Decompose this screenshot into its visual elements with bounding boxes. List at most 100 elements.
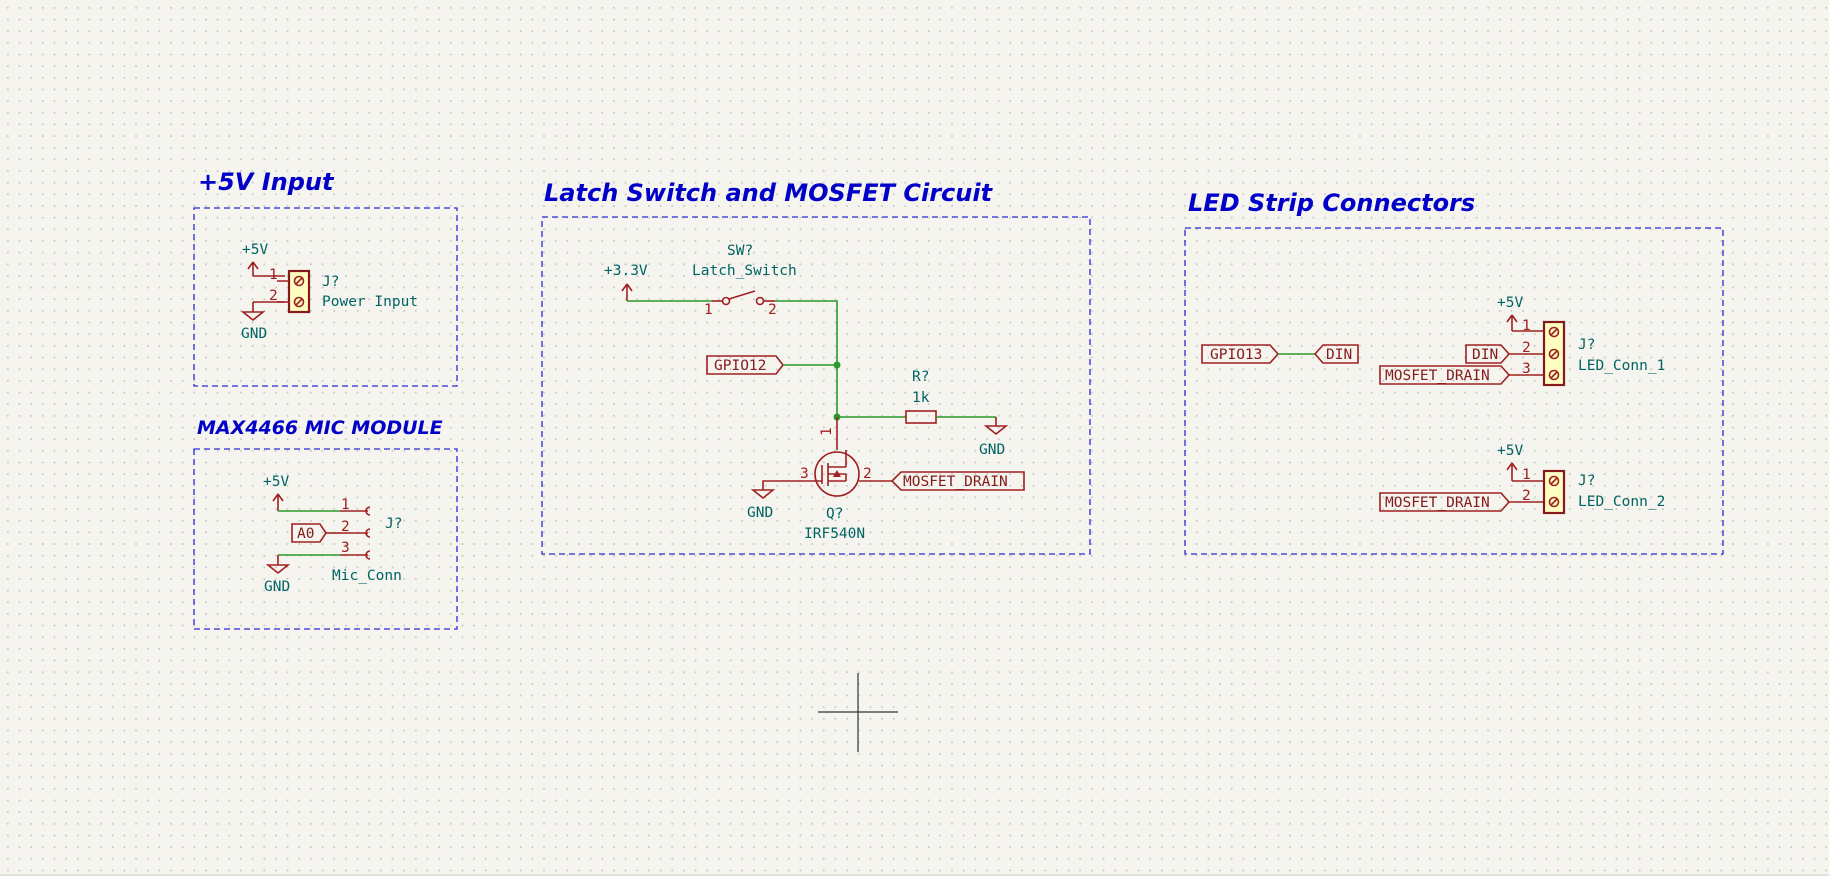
pin-number-2: 2 (863, 466, 872, 482)
pin-number-1: 1 (341, 497, 350, 513)
resistor-body (905, 410, 937, 424)
section-border-mic-module (193, 448, 458, 630)
switch-lever-icon (728, 290, 756, 300)
power-arrow-icon (272, 493, 284, 511)
net-label-mosfet-drain-led1[interactable]: MOSFET_DRAIN (1379, 365, 1511, 385)
pin-number-2: 2 (1522, 340, 1531, 356)
label-outline (706, 355, 785, 375)
terminal-screw-icon (1548, 348, 1560, 360)
section-title-mic-module: MAX4466 MIC MODULE (197, 417, 443, 439)
connector-pins (340, 510, 368, 556)
net-label-text: MOSFET_DRAIN (1385, 368, 1490, 384)
ground-symbol-resistor[interactable]: GND (979, 417, 1009, 458)
component-value: Latch_Switch (692, 263, 797, 279)
net-label-text: A0 (297, 526, 314, 542)
label-outline (1379, 492, 1511, 512)
power-symbol-5v-led2[interactable]: +5V (1497, 443, 1543, 482)
net-label-text: DIN (1472, 347, 1498, 363)
ground-label: GND (747, 505, 773, 521)
ground-symbol-power-input[interactable]: GND (240, 301, 285, 342)
terminal-screw-icon (293, 296, 305, 308)
power-label-5v: +5V (1497, 443, 1523, 459)
component-value: LED_Conn_1 (1578, 358, 1665, 374)
screw-slot (1550, 498, 1558, 506)
label-outline (890, 471, 1025, 491)
ground-symbol-mosfet[interactable]: GND (747, 480, 786, 521)
ground-label: GND (241, 326, 267, 342)
pin-number-1: 1 (1522, 318, 1531, 334)
net-label-text: MOSFET_DRAIN (1385, 495, 1490, 511)
component-reference: R? (912, 369, 929, 385)
net-label-gpio12[interactable]: GPIO12 (706, 355, 785, 375)
ground-symbol-mic[interactable]: GND (264, 555, 291, 595)
mosfet-arrow-icon (833, 470, 841, 477)
switch-contact-icon (721, 296, 731, 306)
component-reference: SW? (727, 243, 753, 259)
switch-contact-icon (755, 296, 765, 306)
ground-label: GND (264, 579, 290, 595)
ground-label: GND (979, 442, 1005, 458)
component-value: 1k (912, 390, 930, 406)
net-label-mosfet-drain-q[interactable]: MOSFET_DRAIN (890, 471, 1025, 491)
label-outline (1465, 344, 1511, 364)
connector-power-input[interactable]: 1 2 J? Power Input (269, 267, 418, 314)
ground-icon (750, 480, 786, 500)
component-reference: J? (1578, 473, 1595, 489)
pin-number-1: 1 (704, 302, 713, 318)
power-symbol-5v-led1[interactable]: +5V (1497, 295, 1543, 332)
net-label-gpio13[interactable]: GPIO13 (1201, 344, 1280, 364)
power-label-5v: +5V (263, 474, 289, 490)
screw-slot (1550, 477, 1558, 485)
power-label-5v: +5V (242, 242, 268, 258)
section-border-latch-mosfet (541, 216, 1091, 555)
section-border-power-input (193, 207, 458, 387)
component-reference: J? (385, 516, 402, 532)
connector-mic[interactable]: 1 2 3 J? Mic_Conn (332, 497, 402, 584)
section-latch-mosfet: Latch Switch and MOSFET Circuit +3.3V SW… (541, 179, 1091, 555)
net-label-text: GPIO13 (1210, 347, 1262, 363)
pin-number-1: 1 (269, 267, 278, 283)
component-value: LED_Conn_2 (1578, 494, 1665, 510)
terminal-screw-icon (1548, 326, 1560, 338)
net-label-mosfet-drain-led2[interactable]: MOSFET_DRAIN (1379, 492, 1511, 512)
power-symbol-5v-power-input[interactable]: +5V (242, 242, 285, 277)
section-power-input: +5V Input +5V GND 1 2 J? Power Input (193, 168, 458, 387)
net-label-a0[interactable]: A0 (291, 523, 327, 543)
label-outline (1313, 344, 1359, 364)
power-arrow-icon (1506, 462, 1518, 481)
section-led-strip: LED Strip Connectors GPIO13 DIN +5V DIN … (1184, 189, 1724, 555)
component-reference: Q? (826, 506, 843, 522)
terminal-screw-icon (1548, 496, 1560, 508)
resistor[interactable]: R? 1k (905, 369, 937, 424)
screw-slot (295, 277, 303, 285)
pin-number-2: 2 (1522, 488, 1531, 504)
connector-led-conn-2[interactable]: 1 2 J? LED_Conn_2 (1522, 467, 1665, 515)
pin-number-2: 2 (768, 302, 777, 318)
ground-icon (265, 555, 291, 575)
power-symbol-5v-mic[interactable]: +5V (263, 474, 289, 511)
pin-number-2: 2 (341, 519, 350, 535)
net-label-text: MOSFET_DRAIN (903, 474, 1008, 490)
connector-pins (277, 280, 289, 303)
terminal-screw-icon (1548, 369, 1560, 381)
terminal-screw-icon (1548, 475, 1560, 487)
component-value: IRF540N (804, 526, 865, 542)
pin-number-3: 3 (341, 540, 350, 556)
section-title-power-input: +5V Input (198, 168, 335, 196)
switch-latch[interactable]: SW? Latch_Switch 1 2 (692, 243, 797, 318)
power-symbol-3v3[interactable]: +3.3V (604, 263, 648, 301)
wire (775, 300, 838, 417)
net-label-din-led1[interactable]: DIN (1465, 344, 1511, 364)
ground-icon (240, 301, 285, 322)
component-value: Power Input (322, 294, 418, 310)
net-label-din-global[interactable]: DIN (1313, 344, 1359, 364)
component-reference: J? (1578, 337, 1595, 353)
junction-dot (833, 361, 841, 369)
mosfet-irf540n[interactable]: 1 3 2 Q? IRF540N (786, 417, 892, 542)
label-outline (291, 523, 327, 543)
pin-number-3: 3 (800, 466, 809, 482)
ground-icon (983, 417, 1009, 436)
connector-led-conn-1[interactable]: 1 2 3 J? LED_Conn_1 (1522, 318, 1665, 387)
screw-slot (1550, 371, 1558, 379)
